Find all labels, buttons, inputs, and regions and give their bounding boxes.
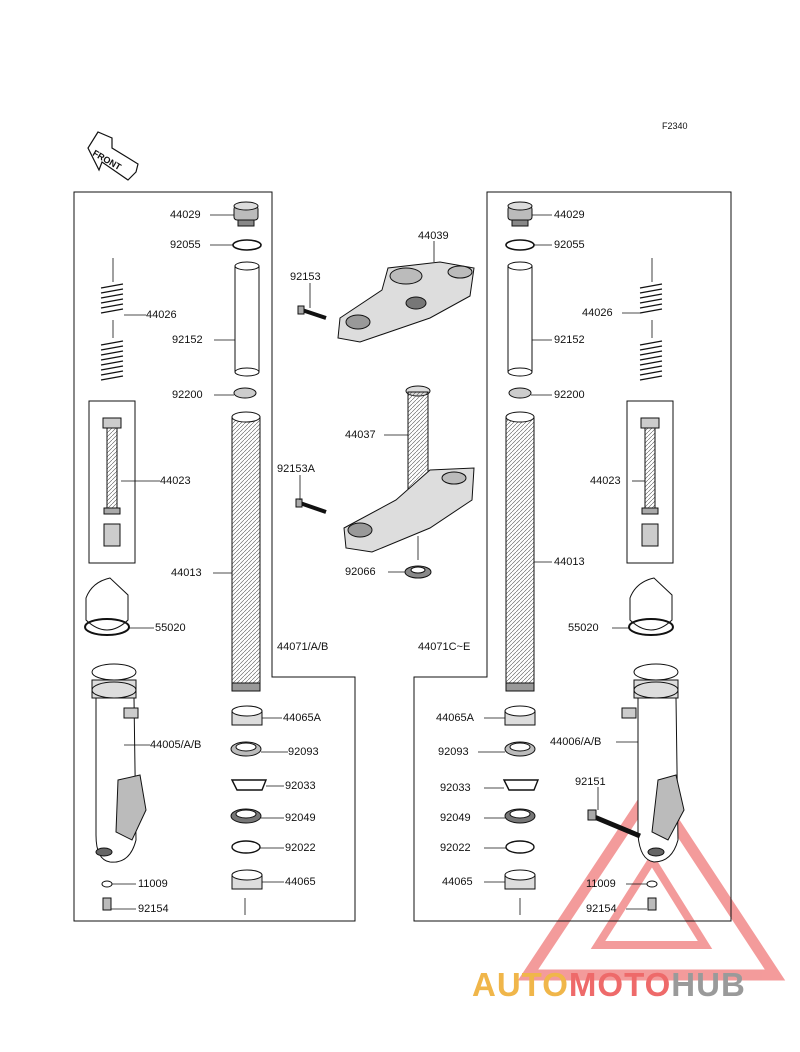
right-oring-92055 [505,239,535,251]
right-bush-44065a [504,705,536,726]
left-label-cap: 44029 [170,209,201,221]
right-cartridge-44023 [640,417,660,547]
right-label-axle-bolt: 92151 [575,776,606,788]
left-cartridge-box [88,400,136,564]
watermark-part2: MOTO [568,966,672,1003]
center-label-stem: 44037 [345,429,376,441]
left-dust-seal-92022 [231,840,261,854]
right-label-outer-tube: 44006/A/B [550,736,602,748]
right-label-oil-seal: 92049 [440,812,471,824]
right-bolt-92154 [647,897,657,911]
right-axle-bolt-92151 [587,809,641,839]
right-label-inner-tube: 44013 [554,556,585,568]
right-guard-55020 [628,577,674,636]
left-label-guard: 55020 [155,622,186,634]
left-label-bolt: 92154 [138,903,169,915]
left-clip-92033 [230,779,268,791]
left-seal-washer-92093 [230,741,262,757]
right-spring-44026 [639,258,663,381]
left-spring-44026 [100,258,124,381]
watermark-part1: AUTO [472,966,569,1003]
right-label-washer: 92200 [554,389,585,401]
right-label-cartridge: 44023 [590,475,621,487]
center-label-lower-bolt: 92153A [277,463,315,475]
right-bush-44065 [504,869,536,890]
right-label-spacer: 92152 [554,334,585,346]
left-label-oil-seal: 92049 [285,812,316,824]
watermark-part3: HUB [671,966,746,1003]
left-bolt-92154 [102,897,112,911]
right-label-oring: 92055 [554,239,585,251]
right-cap-44029 [507,201,533,227]
left-inner-tube-44013 [231,411,261,692]
right-label-bush: 44065 [442,876,473,888]
left-oil-seal-92049 [230,808,262,824]
left-label-inner-tube: 44013 [171,567,202,579]
right-gasket-11009 [646,880,658,888]
upper-clamp-44039 [337,261,475,343]
right-assembly-outline [413,191,732,922]
center-label-stem-seal: 92066 [345,566,376,578]
right-label-gasket: 11009 [586,878,616,890]
left-outer-tube-44005 [91,663,147,863]
left-spacer-92152 [234,261,260,377]
center-label-upper-clamp: 44039 [418,230,449,242]
left-label-spring: 44026 [146,309,177,321]
left-cartridge-44023 [102,417,122,547]
right-label-spring: 44026 [582,307,613,319]
steering-stem-44037 [343,385,475,553]
figure-code: F2340 [662,121,688,131]
left-bush-44065 [231,869,263,890]
left-label-oring: 92055 [170,239,201,251]
right-clip-92033 [502,779,540,791]
right-cartridge-box [626,400,674,564]
left-label-bush: 44065 [285,876,316,888]
right-group-label: 44071C~E [418,641,471,653]
right-label-seal-washer: 92093 [438,746,469,758]
lower-bolt-92153a [295,498,327,514]
upper-bolt-92153 [297,305,327,320]
right-spacer-92152 [507,261,533,377]
stem-seal-92066 [404,565,432,579]
front-arrow-icon [87,131,139,181]
right-label-bush-a: 44065A [436,712,474,724]
right-washer-92200 [508,387,532,399]
left-cap-44029 [233,201,259,227]
right-label-dust-seal: 92022 [440,842,471,854]
right-outer-tube-44006 [621,663,685,863]
left-label-seal-washer: 92093 [288,746,319,758]
right-label-clip: 92033 [440,782,471,794]
left-oring-92055 [232,239,262,251]
right-inner-tube-44013 [505,411,535,692]
left-label-washer: 92200 [172,389,203,401]
right-label-bolt: 92154 [586,903,617,915]
right-dust-seal-92022 [505,840,535,854]
center-label-upper-bolt: 92153 [290,271,321,283]
left-label-cartridge: 44023 [160,475,191,487]
left-washer-92200 [233,387,257,399]
left-label-bush-a: 44065A [283,712,321,724]
right-label-cap: 44029 [554,209,585,221]
left-assembly-outline [73,191,356,922]
leader-lines [111,214,647,910]
left-label-clip: 92033 [285,780,316,792]
left-bush-44065a [231,705,263,726]
left-label-gasket: 11009 [138,878,168,890]
left-label-dust-seal: 92022 [285,842,316,854]
watermark-triangle [517,778,786,981]
right-label-guard: 55020 [568,622,599,634]
left-group-label: 44071/A/B [277,641,329,653]
right-seal-washer-92093 [504,741,536,757]
left-guard-55020 [84,577,130,636]
left-gasket-11009 [101,880,113,888]
left-label-outer-tube: 44005/A/B [150,739,202,751]
right-oil-seal-92049 [504,808,536,824]
watermark-text: AUTOMOTOHUB [472,966,746,1004]
left-label-spacer: 92152 [172,334,203,346]
